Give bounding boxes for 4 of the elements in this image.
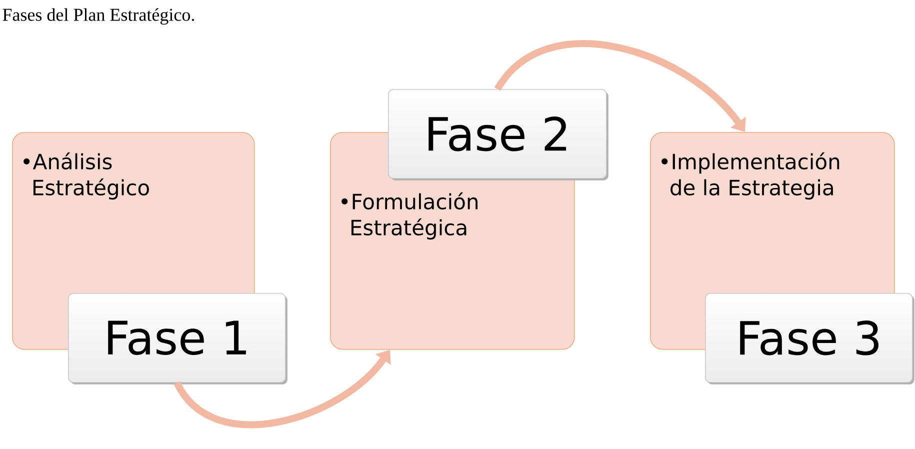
phase-label: Fase 1 — [68, 293, 288, 384]
phase-label: Fase 2 — [388, 89, 608, 180]
phase-label: Fase 3 — [705, 293, 914, 384]
title: Fases del Plan Estratégico. — [2, 8, 194, 25]
